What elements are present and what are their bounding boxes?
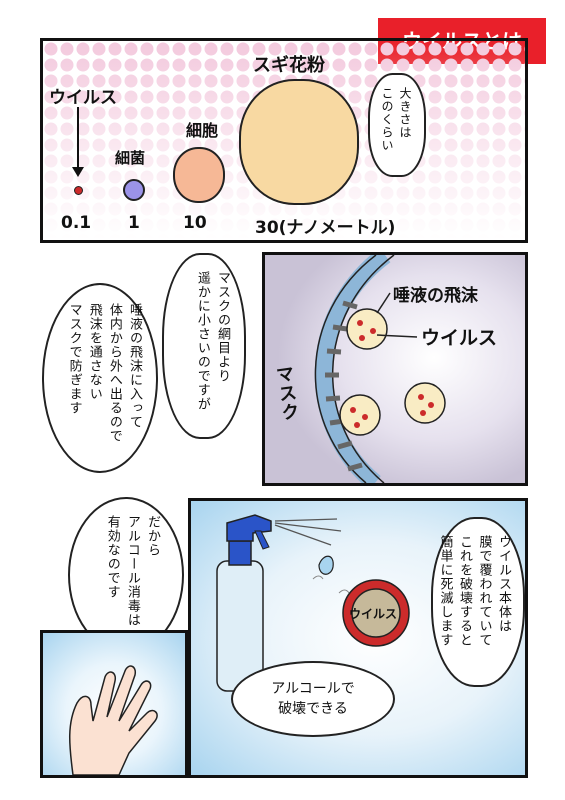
- label-virus: ウイルス: [49, 88, 117, 108]
- scale-tick-3: 30(ナノメートル): [255, 218, 396, 238]
- panel-hand: [40, 630, 188, 778]
- arrowhead-icon: [72, 167, 84, 177]
- cell-shape: [173, 147, 225, 203]
- label-cell: 細胞: [186, 121, 219, 140]
- label-bacteria: 細菌: [115, 149, 146, 167]
- spray-illustration: [216, 514, 410, 692]
- size-bubble: 大きさは このくらい: [368, 73, 426, 177]
- bubble-mask-mesh: マスクの網目より 遥かに小さいのですが: [162, 253, 246, 439]
- bubble-alcohol-destroy-text: アルコールで 破壊できる: [271, 681, 355, 718]
- dot-pattern-background: [43, 41, 525, 240]
- arrow-down-icon: [77, 107, 79, 171]
- label-pollen: スギ花粉: [253, 55, 325, 76]
- panel-spray: ウイルス ウイルス本体は 膜で覆われていて これを破壊すると 簡単に死滅します …: [188, 498, 528, 778]
- label-virus-mask: ウイルス: [421, 327, 498, 349]
- scale-tick-2: 10: [183, 213, 207, 233]
- scale-tick-1: 1: [128, 213, 140, 233]
- size-bubble-text: 大きさは このくらい: [380, 87, 412, 152]
- pollen-shape: [239, 79, 359, 205]
- bubble-membrane: ウイルス本体は 膜で覆われていて これを破壊すると 簡単に死滅します: [431, 517, 525, 687]
- bubble-alcohol-effective: だから アルコール消毒は 有効なのです: [68, 497, 184, 653]
- hand-illustration: [68, 665, 158, 775]
- bubble-alcohol-effective-text: だから アルコール消毒は 有効なのです: [104, 515, 160, 627]
- mask-illustration: [265, 255, 525, 483]
- bubble-mask-explain: 唾液の飛沫に入って 体内から外へ出るので 飛沫を通さない マスクで防ぎます: [42, 283, 158, 473]
- bubble-alcohol-destroy: アルコールで 破壊できる: [231, 661, 395, 737]
- panel-mask: 唾液の飛沫 ウイルス マスク: [262, 252, 528, 486]
- virus-label: ウイルス: [349, 607, 398, 621]
- bacteria-circle: [123, 179, 145, 201]
- bubble-membrane-text: ウイルス本体は 膜で覆われていて これを破壊すると 簡単に死滅します: [437, 535, 512, 647]
- bubble-mask-mesh-text: マスクの網目より 遥かに小さいのですが: [194, 271, 230, 411]
- label-droplet: 唾液の飛沫: [393, 286, 478, 306]
- panel-size-comparison: ウイルス 細菌 細胞 スギ花粉 大きさは このくらい 0.1 1 10 30(ナ…: [40, 38, 528, 243]
- virus-dot: [74, 186, 83, 195]
- bubble-mask-explain-text: 唾液の飛沫に入って 体内から外へ出るので 飛沫を通さない マスクで防ぎます: [66, 303, 142, 443]
- scale-tick-0: 0.1: [61, 213, 92, 233]
